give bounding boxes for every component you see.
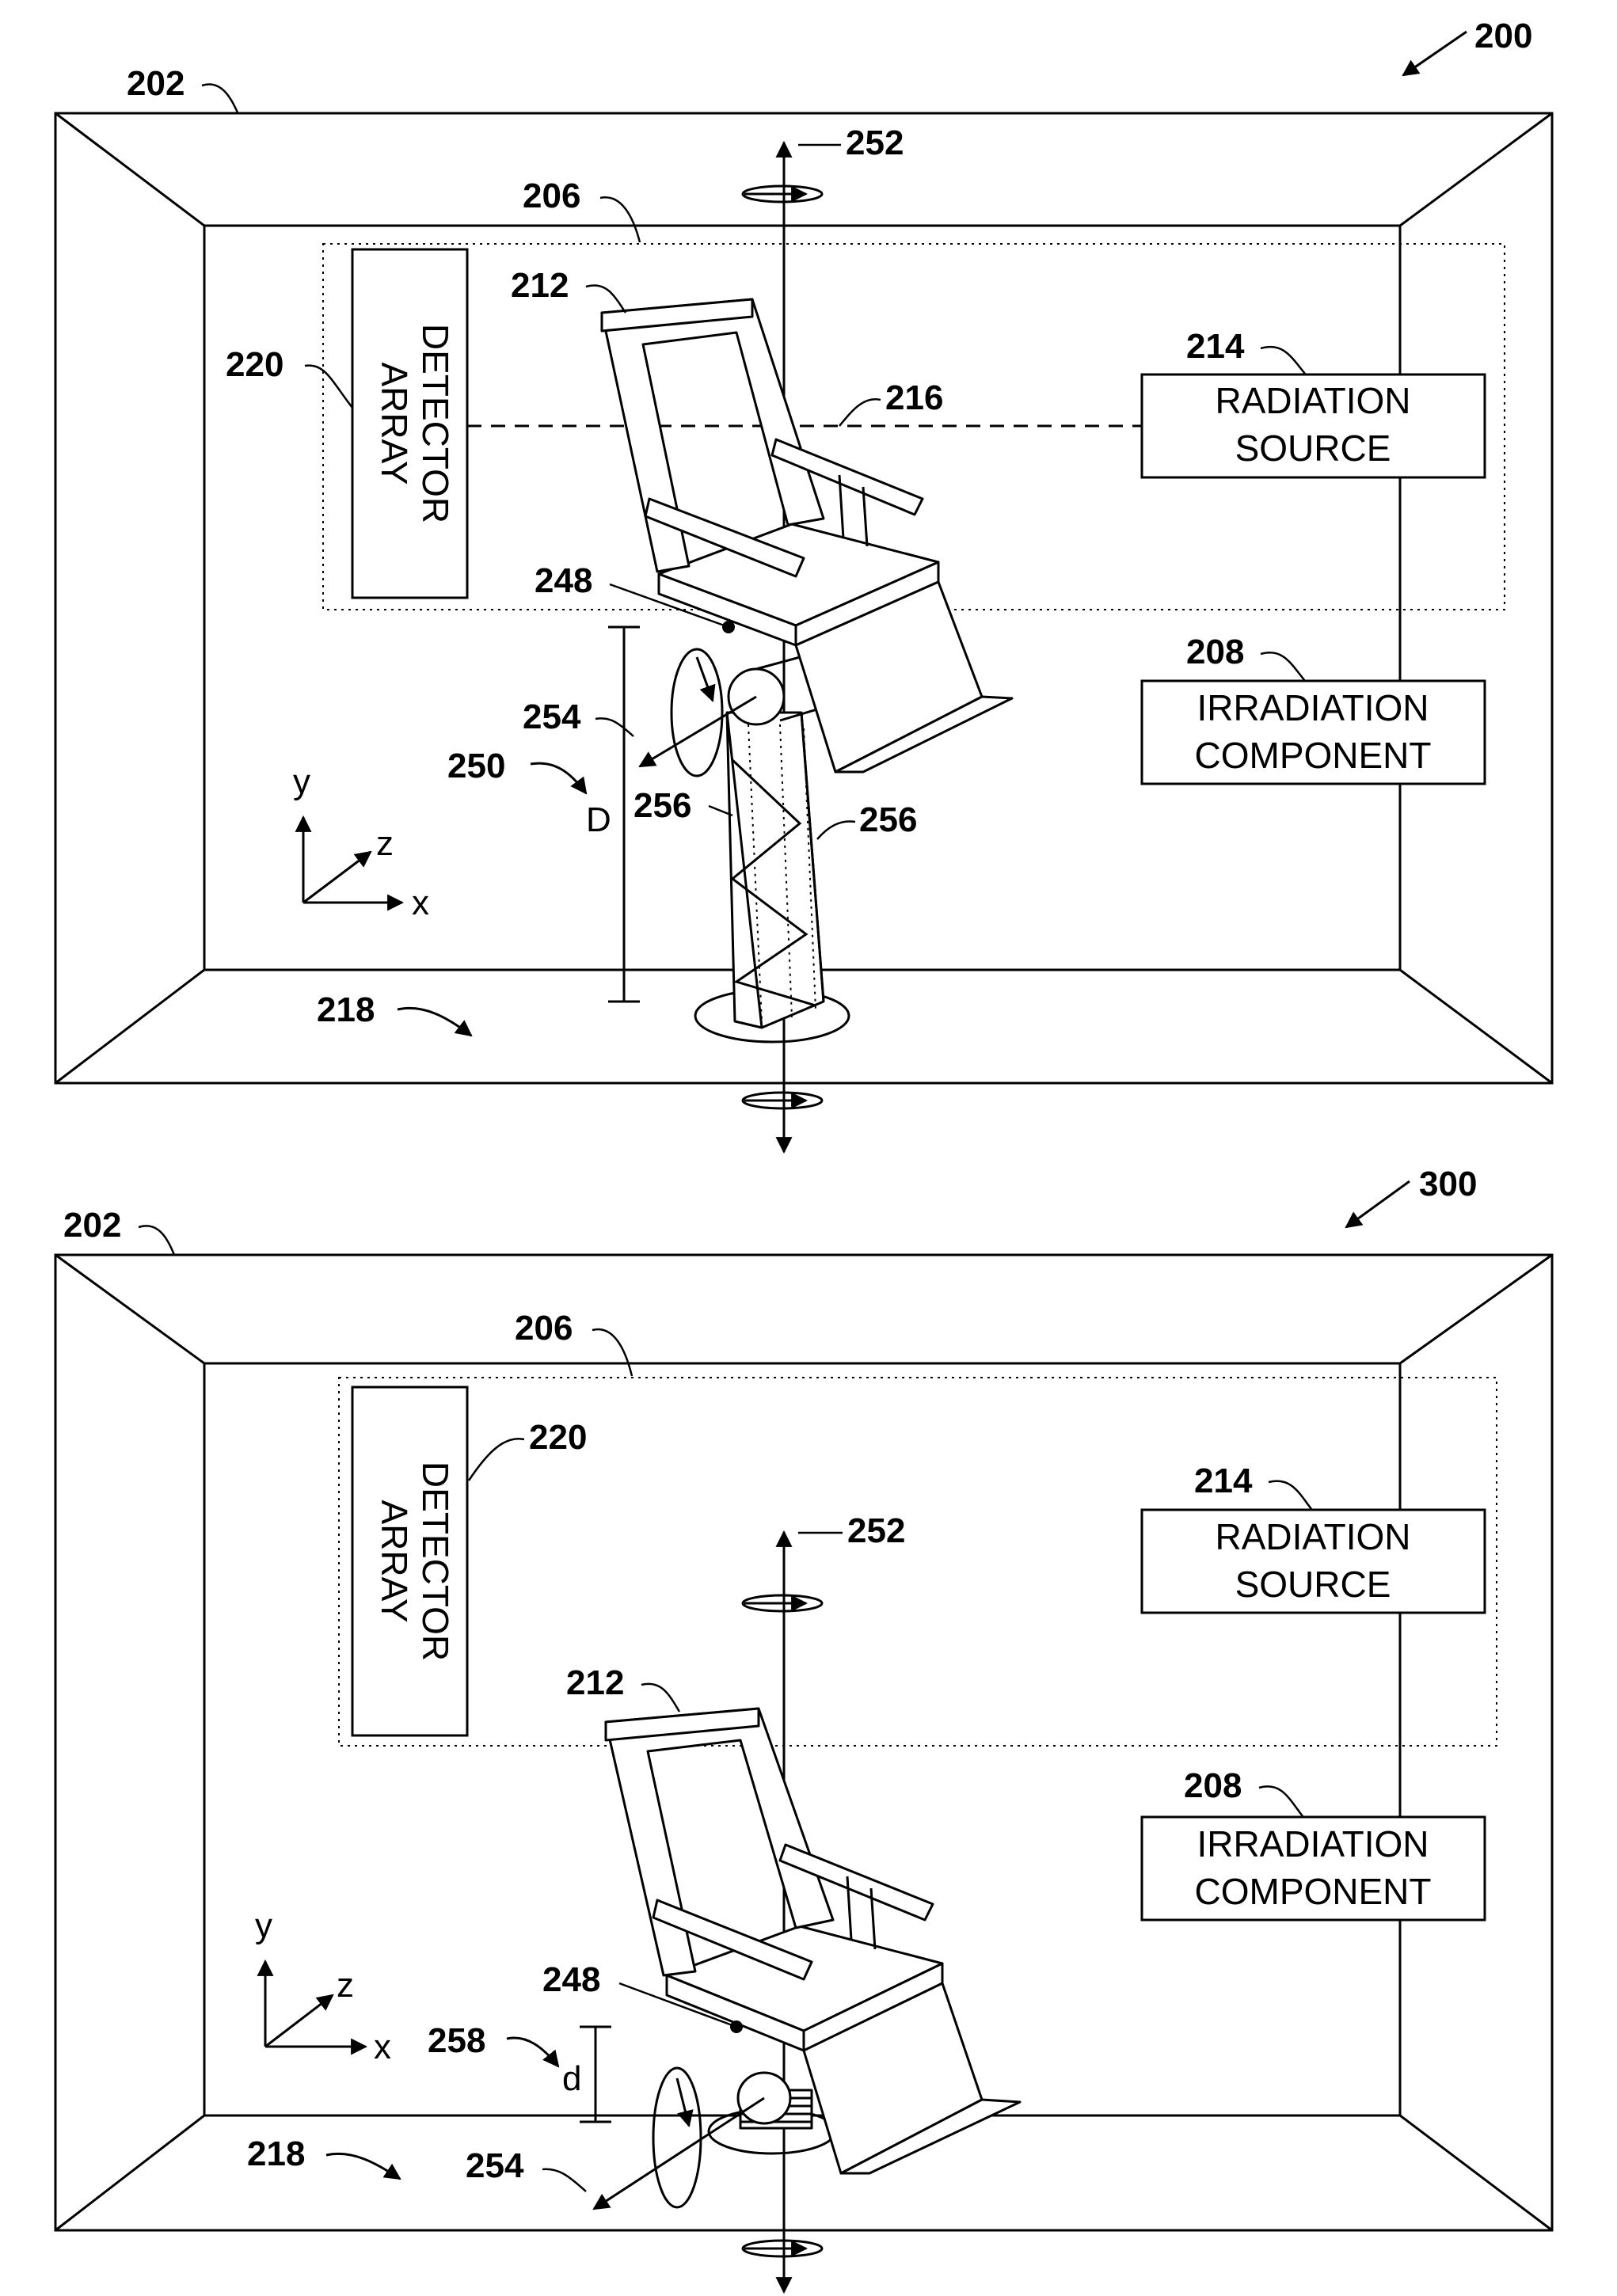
- leader-source-200: [1261, 347, 1305, 374]
- ref-source-300: 214: [1194, 1462, 1253, 1500]
- ref-seat-200: 212: [511, 266, 569, 305]
- leader-room-200: [202, 84, 238, 112]
- irradiation-label-line1-200: IRRADIATION: [1197, 687, 1429, 728]
- ref-beam-200: 216: [885, 378, 943, 417]
- detector-label-line1-300: DETECTOR: [415, 1462, 456, 1661]
- room-chamber-300: [55, 1255, 1552, 2230]
- leader-source-300: [1269, 1481, 1311, 1509]
- ref-floor-300: 218: [247, 2134, 305, 2173]
- irradiation-label-line2-200: COMPONENT: [1195, 735, 1432, 776]
- ref-pivot-200: 248: [535, 561, 592, 600]
- figure-200-arrow: [1403, 32, 1467, 75]
- height-arrow-200: [531, 763, 586, 793]
- axis-y-label-200: y: [293, 762, 310, 801]
- dim-letter-200: D: [586, 800, 611, 839]
- ref-room-300: 202: [63, 1206, 121, 1245]
- irradiation-component-200: IRRADIATION COMPONENT: [1142, 681, 1485, 784]
- detector-array-300: DETECTOR ARRAY: [352, 1387, 467, 1735]
- detector-label-line2-200: ARRAY: [374, 362, 415, 485]
- ref-horizontal-axis-300: 254: [466, 2146, 524, 2185]
- leader-scan-volume-200: [600, 197, 640, 242]
- source-label-line1-200: RADIATION: [1215, 380, 1410, 421]
- ref-detector-200: 220: [226, 345, 283, 384]
- irradiation-label-line1-300: IRRADIATION: [1197, 1823, 1429, 1865]
- ref-height-300: 258: [428, 2021, 485, 2060]
- floor-arrow-300: [326, 2153, 400, 2179]
- axis-y-label-300: y: [255, 1906, 272, 1945]
- detector-label-line2-300: ARRAY: [374, 1500, 415, 1622]
- floor-arrow-200: [398, 1008, 471, 1036]
- ref-irradiation-200: 208: [1186, 633, 1244, 671]
- ref-room-200: 202: [127, 64, 185, 103]
- height-dimension-300: [580, 2027, 611, 2122]
- ref-seat-300: 212: [566, 1663, 624, 1702]
- radiation-source-200: RADIATION SOURCE: [1142, 374, 1485, 477]
- figure-300: 300 202 206 DETECTOR ARRAY 220 RADIATION…: [55, 1165, 1552, 2292]
- ref-detector-300: 220: [529, 1418, 587, 1457]
- ref-vertical-axis-200: 252: [846, 124, 904, 162]
- irradiation-label-line2-300: COMPONENT: [1195, 1871, 1432, 1912]
- detector-label-line1-200: DETECTOR: [415, 324, 456, 523]
- leader-scan-volume-300: [592, 1329, 632, 1376]
- ref-horizontal-axis-200: 254: [523, 698, 581, 736]
- leader-seat-200: [586, 285, 626, 313]
- radiation-source-300: RADIATION SOURCE: [1142, 1510, 1485, 1613]
- axis-x-label-200: x: [412, 884, 429, 922]
- leader-room-300: [139, 1226, 174, 1255]
- source-label-line2-300: SOURCE: [1235, 1564, 1391, 1605]
- ref-vertical-axis-300: 252: [847, 1511, 905, 1550]
- ref-scan-volume-300: 206: [515, 1309, 573, 1348]
- figure-number-200: 200: [1474, 17, 1532, 55]
- ref-scissor-b-200: 256: [859, 800, 917, 839]
- dim-letter-300: d: [562, 2059, 581, 2098]
- leader-seat-300: [641, 1684, 679, 1712]
- leader-detector-200: [305, 366, 352, 408]
- leader-irradiation-300: [1259, 1786, 1303, 1816]
- height-arrow-300: [507, 2038, 558, 2066]
- ref-scissor-a-200: 256: [633, 786, 691, 825]
- ref-source-200: 214: [1186, 327, 1245, 366]
- source-label-line1-300: RADIATION: [1215, 1516, 1410, 1557]
- figure-200: 200 202 206 DETECTOR ARRAY 220 RADIATION…: [55, 17, 1552, 1152]
- ref-height-200: 250: [447, 747, 505, 785]
- leader-detector-300: [469, 1439, 524, 1481]
- leader-horizontal-axis-200: [595, 718, 633, 736]
- leader-horizontal-axis-300: [542, 2169, 586, 2191]
- axis-x-label-300: x: [374, 2028, 391, 2066]
- leader-irradiation-200: [1261, 652, 1305, 681]
- leader-beam-200: [839, 399, 881, 426]
- figure-300-arrow: [1346, 1181, 1410, 1227]
- figure-number-300: 300: [1419, 1165, 1477, 1203]
- ref-floor-200: 218: [317, 990, 375, 1029]
- chair-seat-200: [602, 299, 1012, 1042]
- ref-scan-volume-200: 206: [523, 177, 580, 215]
- leader-scissor-b-200: [817, 821, 855, 839]
- source-label-line2-200: SOURCE: [1235, 428, 1391, 469]
- ref-irradiation-300: 208: [1184, 1766, 1242, 1805]
- irradiation-component-300: IRRADIATION COMPONENT: [1142, 1817, 1485, 1920]
- axis-z-label-300: z: [337, 1966, 354, 2005]
- axis-z-label-200: z: [376, 824, 394, 863]
- chair-seat-300: [606, 1709, 1020, 2173]
- detector-array-200: DETECTOR ARRAY: [352, 249, 467, 598]
- ref-pivot-300: 248: [542, 1960, 600, 1999]
